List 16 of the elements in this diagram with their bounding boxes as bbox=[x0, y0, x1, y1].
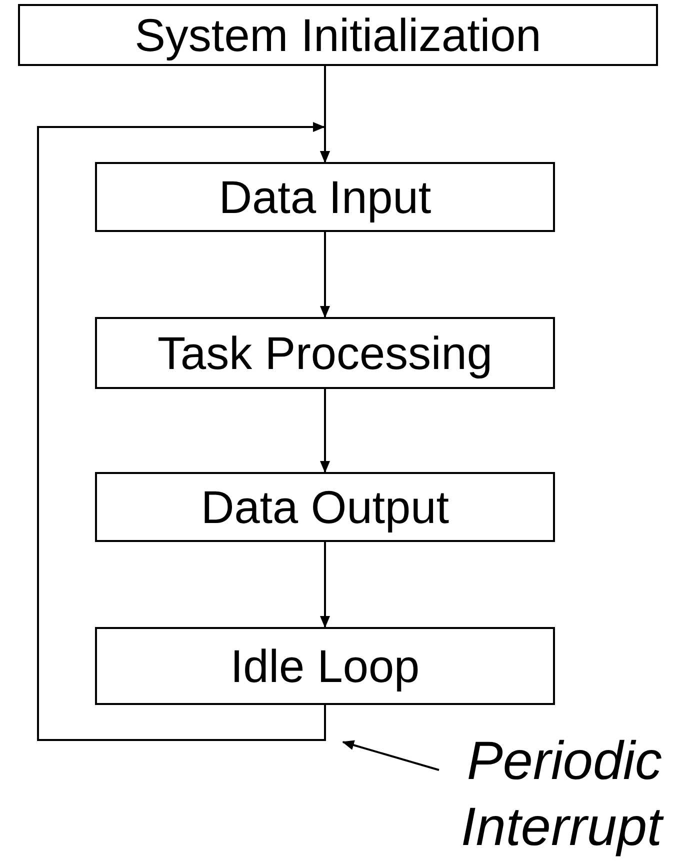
leader-arrow bbox=[342, 740, 440, 771]
arrow bbox=[320, 232, 330, 318]
box-label: Data Input bbox=[218, 174, 432, 220]
box-label: Idle Loop bbox=[230, 643, 420, 689]
box-label: System Initialization bbox=[134, 12, 542, 58]
process-box bbox=[95, 317, 555, 389]
arrow bbox=[320, 389, 330, 473]
process-box bbox=[95, 162, 555, 232]
arrow bbox=[320, 542, 330, 628]
annotation-text: Periodic Interrupt bbox=[460, 730, 662, 859]
arrow bbox=[37, 122, 330, 741]
process-box bbox=[18, 4, 658, 66]
box-label: Task Processing bbox=[158, 330, 492, 376]
process-box bbox=[95, 627, 555, 705]
process-box bbox=[95, 472, 555, 542]
box-label: Data Output bbox=[200, 484, 450, 530]
